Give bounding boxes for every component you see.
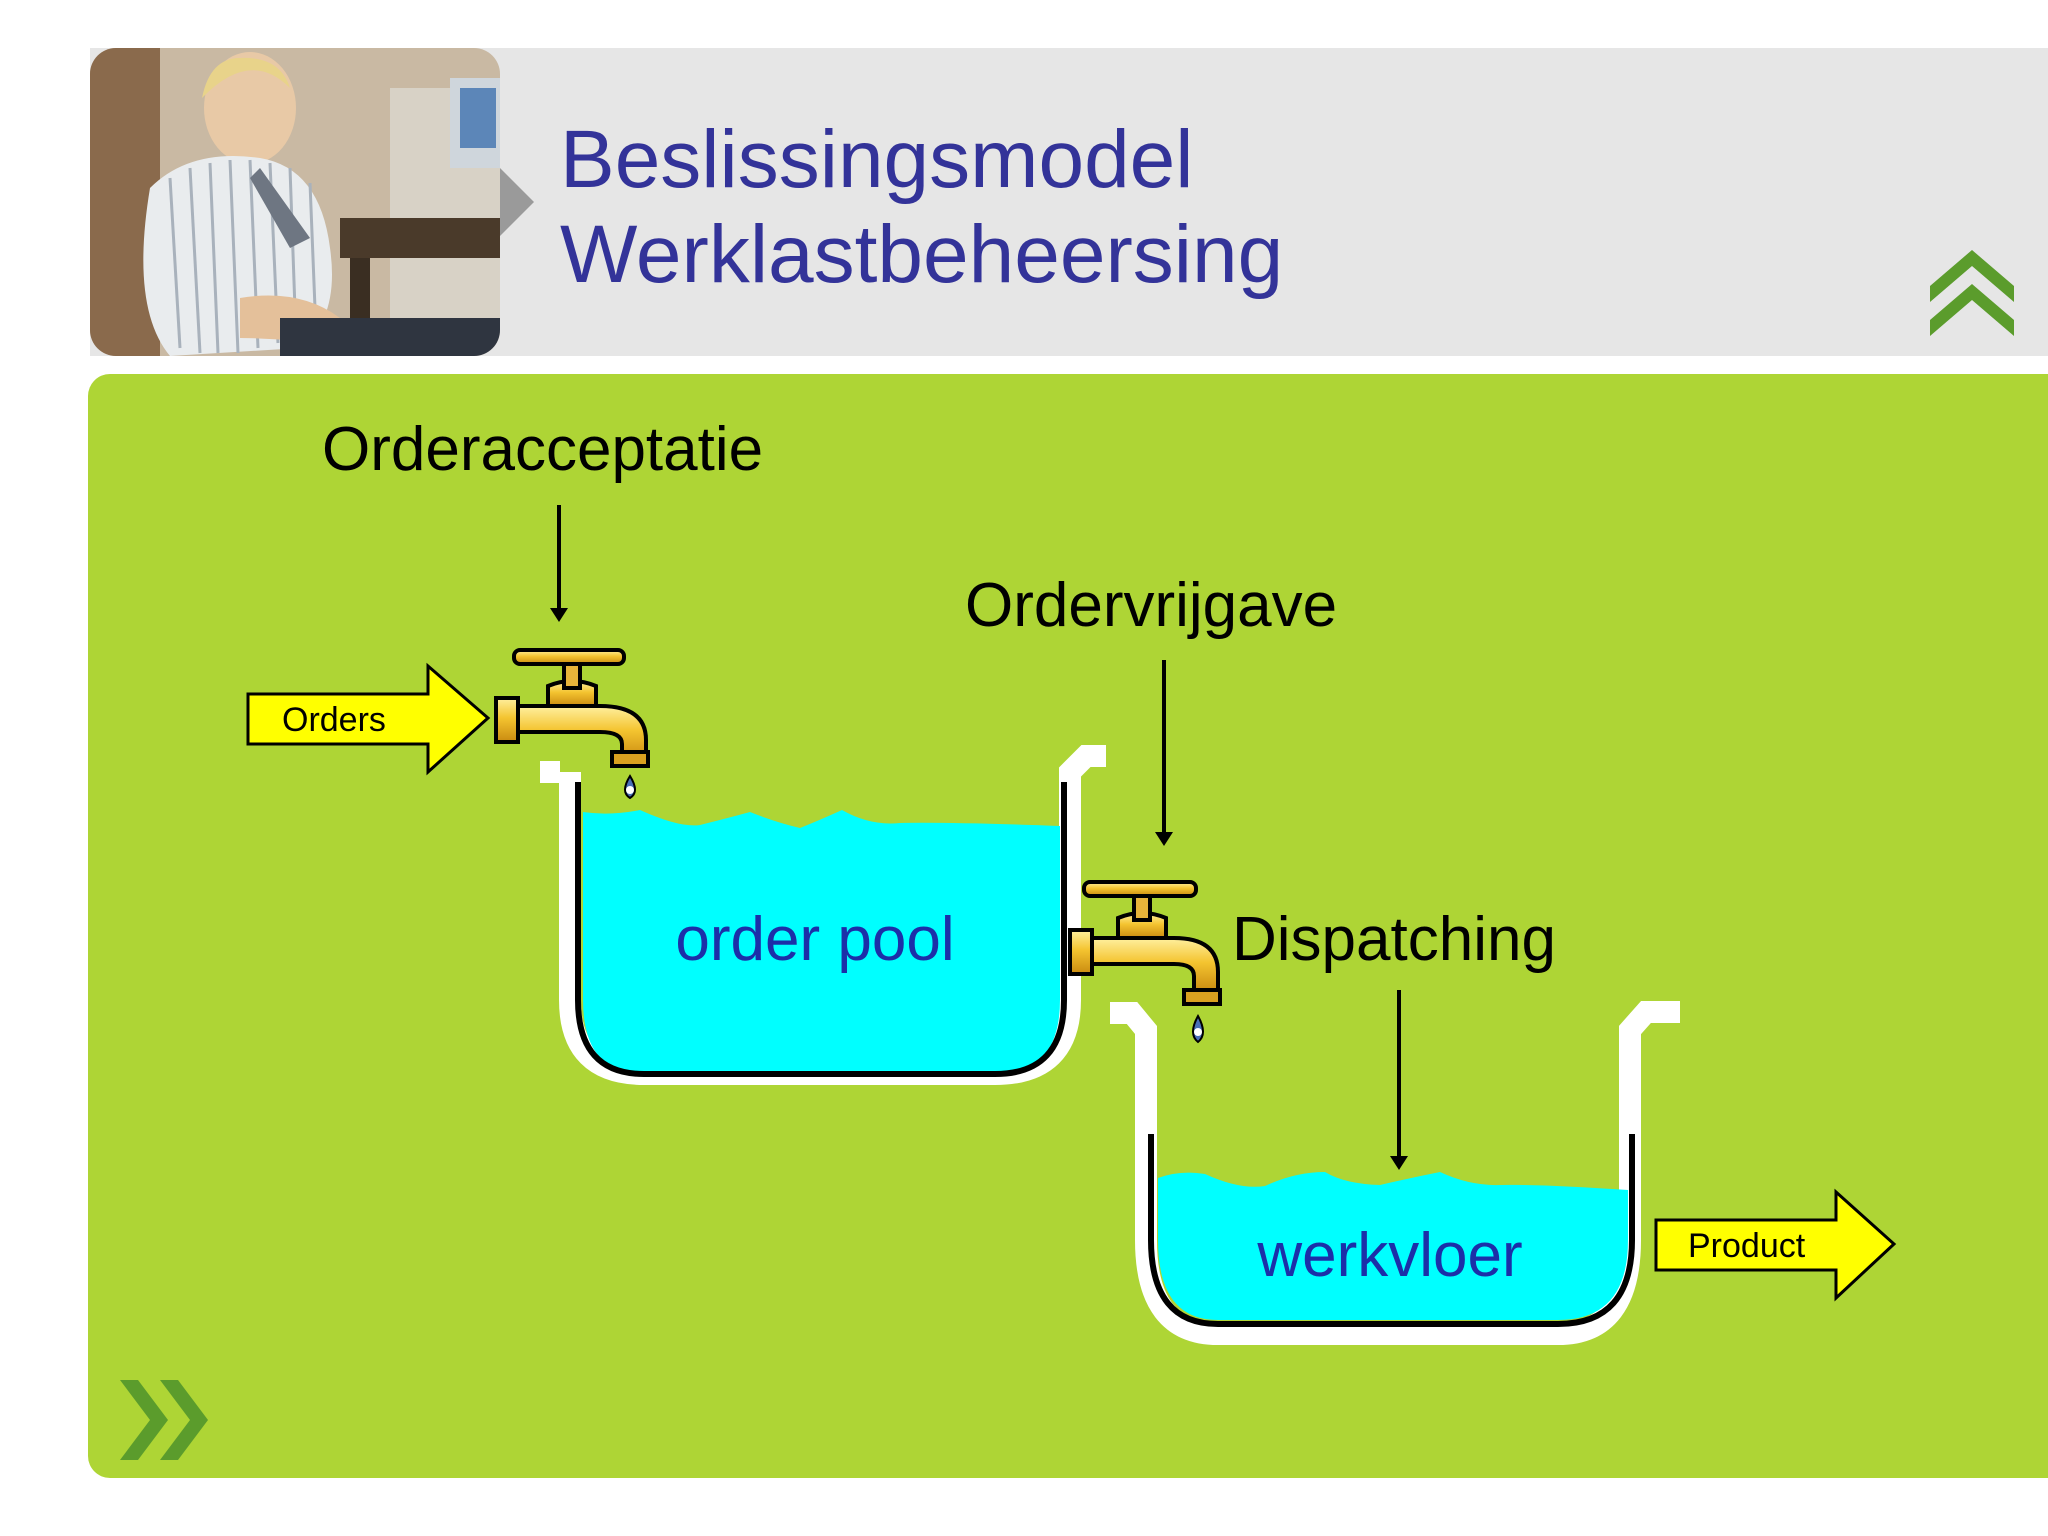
title-line-1: Beslissingsmodel	[560, 114, 1194, 205]
header-photo	[90, 48, 500, 356]
order-pool-tank: order pool	[540, 745, 1106, 1085]
orders-label: Orders	[282, 701, 386, 739]
page-title: Beslissingsmodel Werklastbeheersing	[560, 112, 1283, 302]
work-floor-tank: werkvloer	[1110, 1001, 1680, 1345]
work-floor-label: werkvloer	[1256, 1221, 1522, 1290]
product-label: Product	[1688, 1227, 1806, 1265]
photo-pointer	[500, 168, 534, 236]
orders-input-arrow: Orders	[246, 662, 491, 776]
title-line-2: Werklastbeheersing	[560, 209, 1284, 300]
order-release-label: Ordervrijgave	[965, 571, 1337, 640]
order-pool-label: order pool	[675, 905, 954, 974]
scroll-up-chevrons-icon[interactable]	[1930, 250, 2014, 336]
order-acceptance-tap-icon	[494, 648, 650, 800]
dispatching-label: Dispatching	[1232, 905, 1556, 974]
order-acceptance-label: Orderacceptatie	[322, 415, 763, 484]
product-output-arrow: Product	[1654, 1188, 1897, 1302]
dispatching-tap-icon	[1068, 880, 1222, 1044]
next-slide-chevrons-icon[interactable]	[120, 1380, 212, 1460]
